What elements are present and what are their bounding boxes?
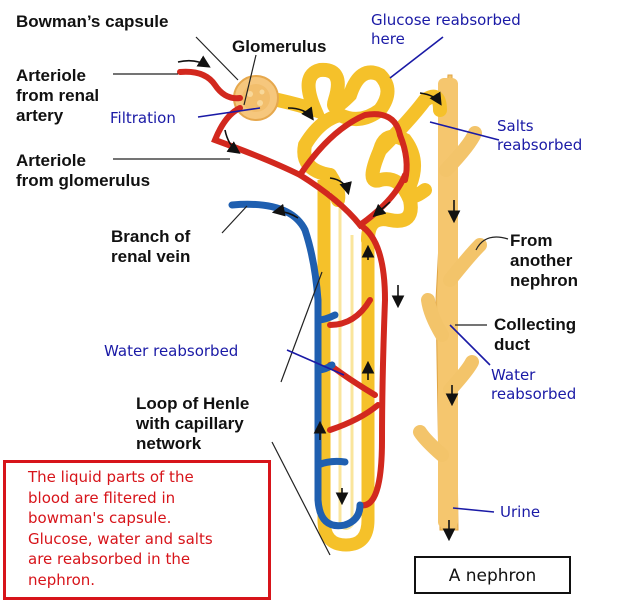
- label-collecting-duct: Collecting duct: [494, 315, 577, 354]
- label-arteriole-from-renal-artery: Arteriole from renal artery: [16, 66, 100, 125]
- annotation-salts-reabsorbed: Salts reabsorbed: [497, 117, 583, 154]
- leader-lines-black: [113, 36, 509, 556]
- annotation-glucose-reabsorbed: Glucose reabsorbed here: [371, 11, 521, 48]
- annotation-water-reabsorbed-duct: Water reabsorbed: [491, 366, 577, 403]
- leader-lines-blue: [197, 36, 500, 513]
- summary-text: The liquid parts of the blood are fliter…: [28, 468, 213, 589]
- annotation-filtration: Filtration: [110, 109, 176, 127]
- title-box: A nephron: [414, 556, 571, 594]
- flow-arrows: [177, 55, 461, 542]
- label-branch-of-renal-vein: Branch of renal vein: [111, 227, 191, 266]
- convoluted-tubule: [271, 62, 447, 247]
- label-arteriole-from-glomerulus: Arteriole from glomerulus: [16, 151, 151, 190]
- summary-callout: The liquid parts of the blood are fliter…: [3, 460, 271, 600]
- blood-vessels-arterial: [177, 68, 410, 509]
- label-bowmans-capsule: Bowman’s capsule: [16, 12, 169, 31]
- label-loop-of-henle: Loop of Henle with capillary network: [136, 394, 250, 453]
- annotation-water-reabsorbed-loop: Water reabsorbed: [104, 342, 239, 360]
- label-from-another-nephron: From another nephron: [510, 231, 578, 290]
- bowmans-capsule: [233, 75, 279, 121]
- label-glomerulus: Glomerulus: [232, 37, 327, 56]
- diagram-title: A nephron: [448, 566, 537, 586]
- annotation-urine: Urine: [500, 503, 541, 521]
- collecting-duct: [413, 74, 487, 531]
